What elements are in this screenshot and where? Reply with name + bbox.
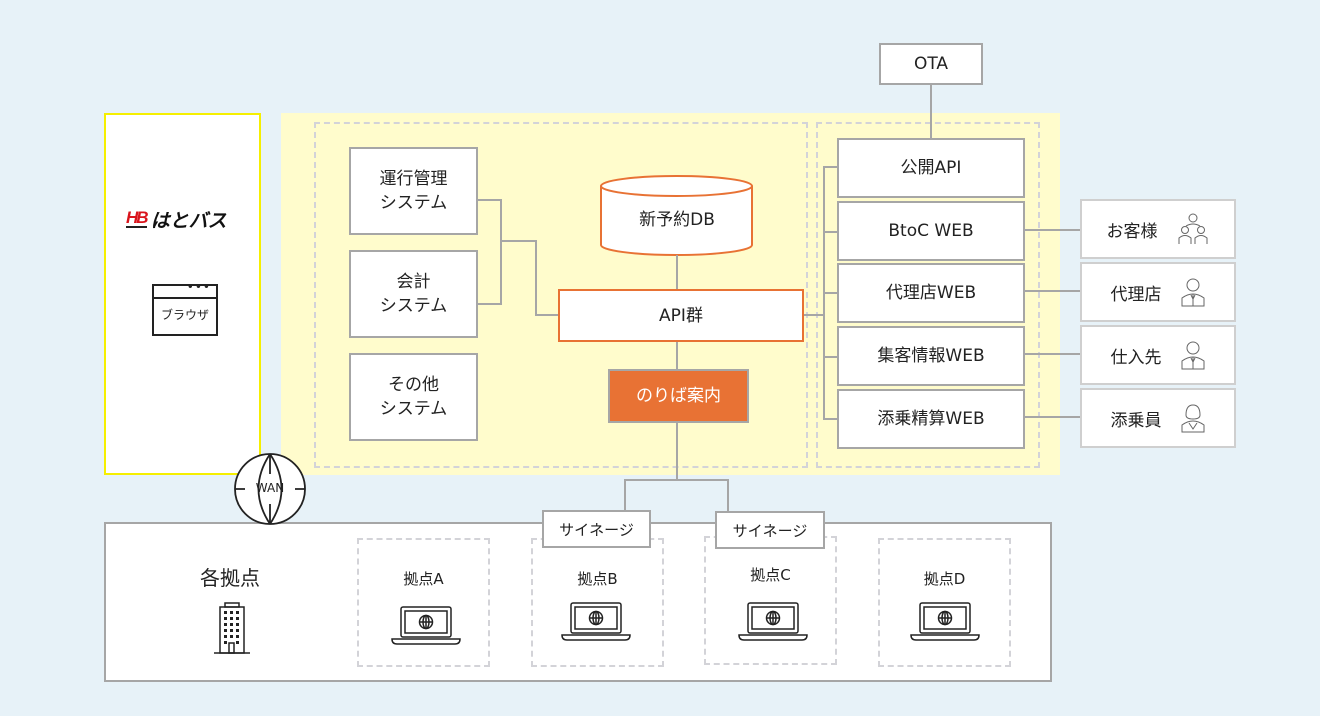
connector xyxy=(1025,290,1081,292)
site-label: 拠点C xyxy=(750,566,791,584)
database-label: 新予約DB xyxy=(639,210,715,230)
company-panel: HB はとバス ••• ブラウザ xyxy=(104,113,261,475)
external-label: 仕入先 xyxy=(1110,347,1162,368)
system-operations-management[interactable]: 運行管理 システム xyxy=(349,147,478,235)
connector xyxy=(1025,416,1081,418)
laptop-globe-icon xyxy=(738,602,808,641)
external-tour-conductor[interactable]: 添乗員 xyxy=(1080,388,1236,448)
laptop-globe-icon xyxy=(910,602,980,641)
connector xyxy=(500,199,502,305)
web-conductor-settlement[interactable]: 添乗精算WEB xyxy=(837,389,1025,449)
boarding-guide[interactable]: のりば案内 xyxy=(608,369,749,423)
connector xyxy=(676,423,678,481)
agent-person-icon xyxy=(1181,278,1204,307)
system-accounting[interactable]: 会計 システム xyxy=(349,250,478,338)
connector xyxy=(676,255,678,290)
web-btoc[interactable]: BtoC WEB xyxy=(837,201,1025,261)
connector xyxy=(535,240,537,316)
site-d[interactable]: 拠点D xyxy=(878,538,1011,667)
site-label: 拠点B xyxy=(577,570,618,588)
database-cylinder[interactable] xyxy=(600,175,754,257)
browser-icon: ••• ブラウザ xyxy=(152,280,218,336)
browser-titlebar: ••• xyxy=(154,280,216,299)
company-name: はとバス xyxy=(150,209,227,232)
logo-mark-icon: HB xyxy=(126,208,149,228)
connector xyxy=(823,166,838,168)
connector xyxy=(930,85,932,139)
connector xyxy=(478,199,502,201)
api-group[interactable]: API群 xyxy=(558,289,804,342)
web-public-api[interactable]: 公開API xyxy=(837,138,1025,198)
connector xyxy=(676,342,678,369)
connector xyxy=(727,479,729,513)
connector xyxy=(804,314,825,316)
sites-title: 各拠点 xyxy=(200,566,260,590)
connector xyxy=(1025,229,1081,231)
external-supplier[interactable]: 仕入先 xyxy=(1080,325,1236,385)
laptop-globe-icon xyxy=(391,606,461,645)
system-other[interactable]: その他 システム xyxy=(349,353,478,441)
connector xyxy=(823,418,838,420)
external-label: 添乗員 xyxy=(1110,410,1162,431)
web-zone xyxy=(816,122,1040,468)
external-agency[interactable]: 代理店 xyxy=(1080,262,1236,322)
laptop-globe-icon xyxy=(561,602,631,641)
connector xyxy=(478,303,502,305)
internal-zone xyxy=(314,122,808,468)
site-label: 拠点D xyxy=(923,570,966,588)
connector xyxy=(823,231,838,233)
wan-globe-icon xyxy=(234,453,306,525)
web-customer-info[interactable]: 集客情報WEB xyxy=(837,326,1025,386)
wan-label: WAN xyxy=(255,481,285,495)
building-icon xyxy=(214,602,250,654)
sites-panel xyxy=(104,522,1052,682)
supplier-person-icon xyxy=(1181,341,1204,370)
site-c[interactable]: 拠点C xyxy=(704,536,837,665)
signage-c[interactable]: サイネージ xyxy=(715,511,825,549)
connector xyxy=(624,479,729,481)
customers-icon xyxy=(1178,213,1207,244)
external-label: お客様 xyxy=(1106,221,1158,242)
company-logo: HB はとバス xyxy=(126,207,246,232)
connector xyxy=(823,356,838,358)
connector xyxy=(823,292,838,294)
connector xyxy=(502,240,537,242)
site-a[interactable]: 拠点A xyxy=(357,538,490,667)
connector xyxy=(535,314,558,316)
external-customers[interactable]: お客様 xyxy=(1080,199,1236,259)
ota-box[interactable]: OTA xyxy=(879,43,983,85)
browser-label: ブラウザ xyxy=(160,308,209,322)
site-label: 拠点A xyxy=(403,570,444,588)
connector xyxy=(1025,353,1081,355)
site-b[interactable]: 拠点B xyxy=(531,538,664,667)
signage-b[interactable]: サイネージ xyxy=(542,510,651,548)
tour-conductor-icon xyxy=(1181,404,1204,433)
browser-dots-icon: ••• xyxy=(186,280,211,294)
external-label: 代理店 xyxy=(1110,284,1162,305)
web-agency[interactable]: 代理店WEB xyxy=(837,263,1025,323)
connector xyxy=(624,479,626,513)
